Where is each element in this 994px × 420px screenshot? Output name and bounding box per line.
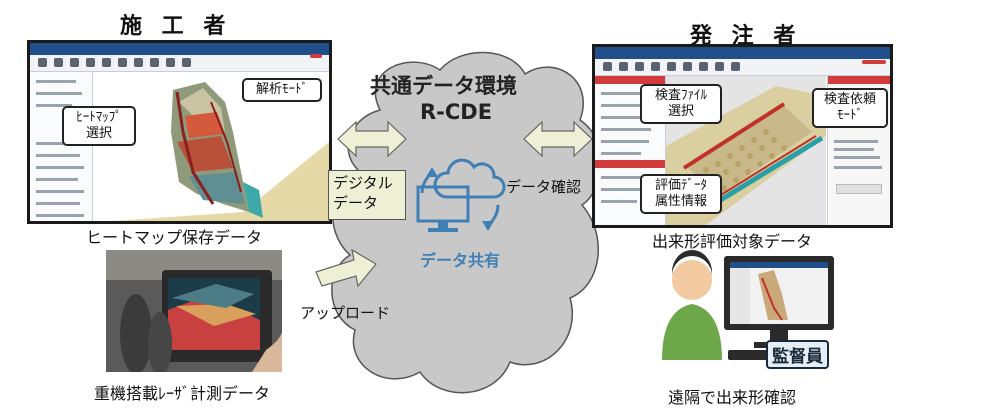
rcde-subtitle: R-CDE	[420, 100, 493, 124]
inspection-request-callout: 検査依頼 ﾓｰﾄﾞ	[812, 88, 888, 128]
callout-text-line1: 検査ﾌｧｲﾙ	[654, 88, 707, 103]
digital-data-line2: データ	[333, 194, 379, 212]
digital-data-label: デジタル データ	[328, 170, 406, 220]
remote-check-caption: 遠隔で出来形確認	[668, 388, 797, 407]
digital-data-line1: デジタル	[333, 174, 393, 192]
analysis-mode-button[interactable]	[310, 54, 322, 58]
callout-text-line2: 選択	[85, 126, 112, 141]
callout-text-line2: 選択	[667, 104, 694, 119]
callout-text-line2: ﾓｰﾄﾞ	[837, 108, 863, 123]
app-toolbar[interactable]	[30, 55, 329, 72]
inspection-request-button[interactable]	[862, 60, 886, 64]
contractor-title: 施 工 者	[120, 14, 232, 39]
callout-text-line1: 評価ﾃﾞｰﾀ	[654, 178, 707, 193]
right-double-arrow-icon	[523, 120, 593, 158]
heatmap-caption: ヒートマップ保存データ	[86, 228, 263, 247]
upload-arrow-icon	[315, 248, 377, 288]
evaluation-attr-callout: 評価ﾃﾞｰﾀ 属性情報	[640, 174, 722, 214]
callout-text-line1: 検査依頼	[823, 92, 876, 107]
contractor-app-screen	[27, 40, 332, 224]
callout-text-line2: 属性情報	[654, 194, 707, 209]
laser-caption: 重機搭載ﾚｰｻﾞ計測データ	[94, 384, 271, 403]
callout-text: 解析ﾓｰﾄﾞ	[255, 82, 308, 97]
data-share-label: データ共有	[420, 251, 501, 270]
inspection-file-callout: 検査ﾌｧｲﾙ 選択	[640, 84, 722, 124]
callout-text-line1: ﾋｰﾄﾏｯﾌﾟ	[76, 110, 122, 125]
heatmap-select-callout: ﾋｰﾄﾏｯﾌﾟ 選択	[62, 106, 136, 146]
app-header-bar	[30, 43, 329, 55]
app-toolbar[interactable]	[595, 59, 890, 76]
file-list-panel[interactable]	[30, 72, 93, 221]
data-confirm-label: データ確認	[506, 178, 582, 196]
supervisor-badge: 監督員	[766, 340, 829, 369]
analysis-mode-callout: 解析ﾓｰﾄﾞ	[242, 78, 322, 102]
upload-label: アップロード	[300, 304, 391, 322]
laser-measurement-photo	[106, 250, 282, 372]
app-header-bar	[595, 47, 890, 59]
left-double-arrow-icon	[337, 120, 407, 158]
evaluation-target-caption: 出来形評価対象データ	[652, 232, 813, 251]
rcde-title: 共通データ環境	[370, 74, 517, 98]
heatmap-3d-view[interactable]	[93, 72, 329, 221]
monitor-icon	[416, 185, 470, 232]
orderer-app-screen	[592, 44, 893, 228]
